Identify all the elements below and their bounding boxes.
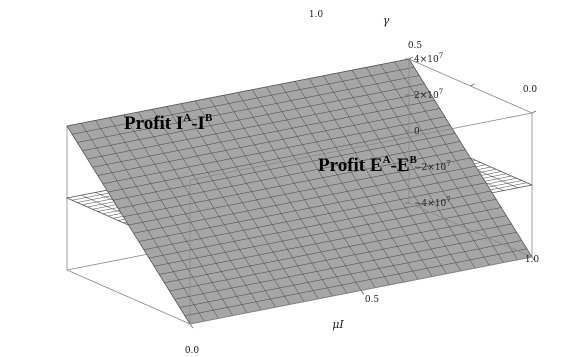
box-edge bbox=[66, 269, 191, 325]
z-tick-label-1: 2×107 bbox=[414, 88, 443, 101]
x-tick-mark bbox=[360, 290, 365, 295]
mesh-line-profit-i bbox=[380, 64, 504, 263]
z-axis: 4×107 2×107 0 −2×107 −4×107 bbox=[405, 52, 451, 209]
mesh-line-profit-i bbox=[87, 91, 430, 160]
x-tick-1: 0.5 bbox=[365, 295, 380, 305]
mesh-line-profit-i bbox=[77, 75, 420, 143]
x-tick-mark bbox=[189, 323, 194, 329]
mesh-line-profit-i bbox=[394, 61, 518, 260]
box-edge bbox=[408, 202, 533, 258]
y-tick-2: 1.0 bbox=[309, 10, 324, 20]
x-axis-title: μI bbox=[332, 318, 344, 331]
label-profit-e: Profit EA-EB bbox=[318, 154, 418, 176]
mesh-line-profit-i bbox=[82, 83, 425, 151]
x-tick-0: 0.0 bbox=[185, 346, 200, 356]
x-axis: 0.0 0.5 1.0 μI bbox=[185, 255, 540, 356]
mesh-line-profit-i bbox=[366, 67, 490, 266]
y-tick-mark bbox=[531, 110, 537, 114]
y-tick-0: 0.0 bbox=[523, 85, 538, 95]
z-tick-label-4: −4×107 bbox=[414, 196, 451, 209]
box-edge bbox=[189, 112, 533, 181]
z-tick-label-3: −2×107 bbox=[414, 160, 451, 173]
y-tick-mark bbox=[408, 56, 414, 60]
x-tick-2: 1.0 bbox=[525, 255, 540, 265]
y-tick-1: 0.5 bbox=[408, 41, 423, 51]
y-tick-mark bbox=[470, 83, 475, 87]
label-profit-i: Profit IA-IB bbox=[124, 112, 213, 134]
mesh-line-profit-i bbox=[72, 67, 415, 135]
y-axis-title: γ bbox=[383, 14, 390, 27]
z-tick-label-2: 0 bbox=[414, 127, 420, 137]
surface-profit-i bbox=[66, 58, 533, 325]
x-tick-mark bbox=[531, 256, 536, 262]
z-tick-label-0: 4×107 bbox=[414, 52, 443, 65]
y-axis: 1.0 0.5 0.0 γ bbox=[309, 10, 538, 95]
